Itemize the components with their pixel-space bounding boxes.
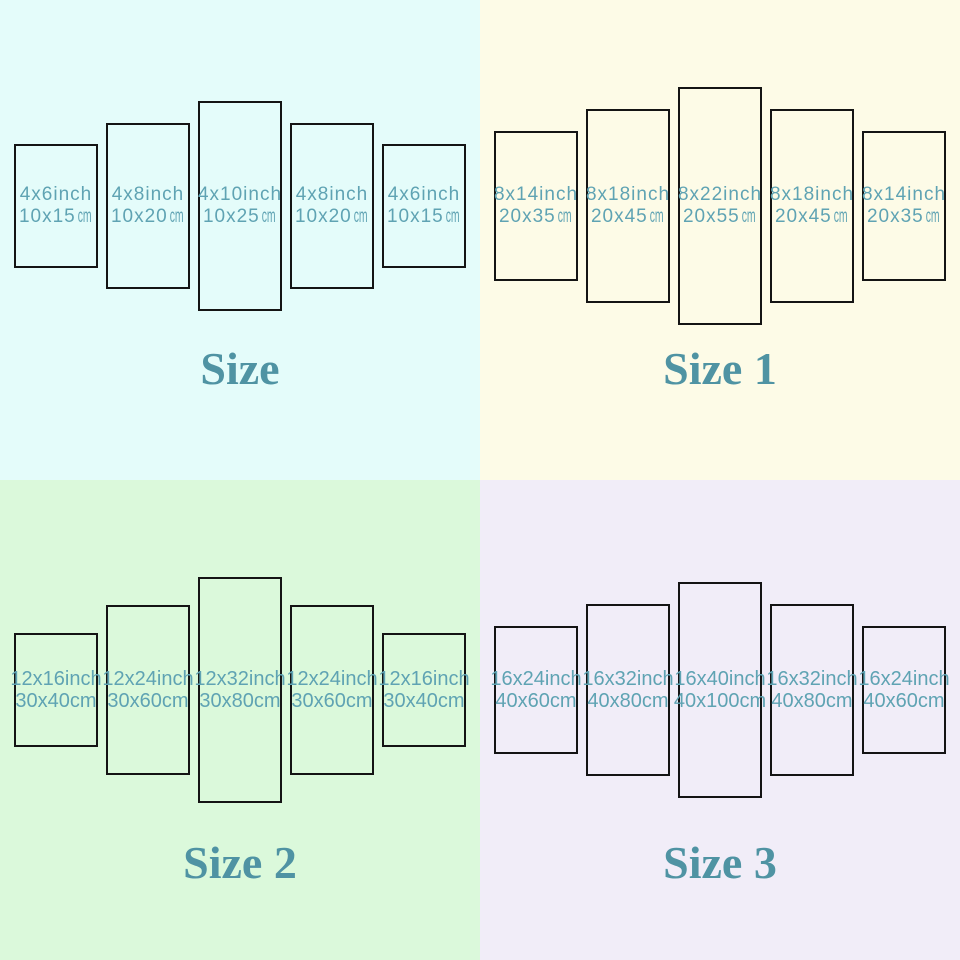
quadrant-title: Size 3	[663, 837, 777, 888]
quadrant-title: Size 2	[183, 837, 297, 888]
quadrant-title: Size	[200, 343, 280, 394]
quadrant-title: Size 1	[663, 343, 777, 394]
